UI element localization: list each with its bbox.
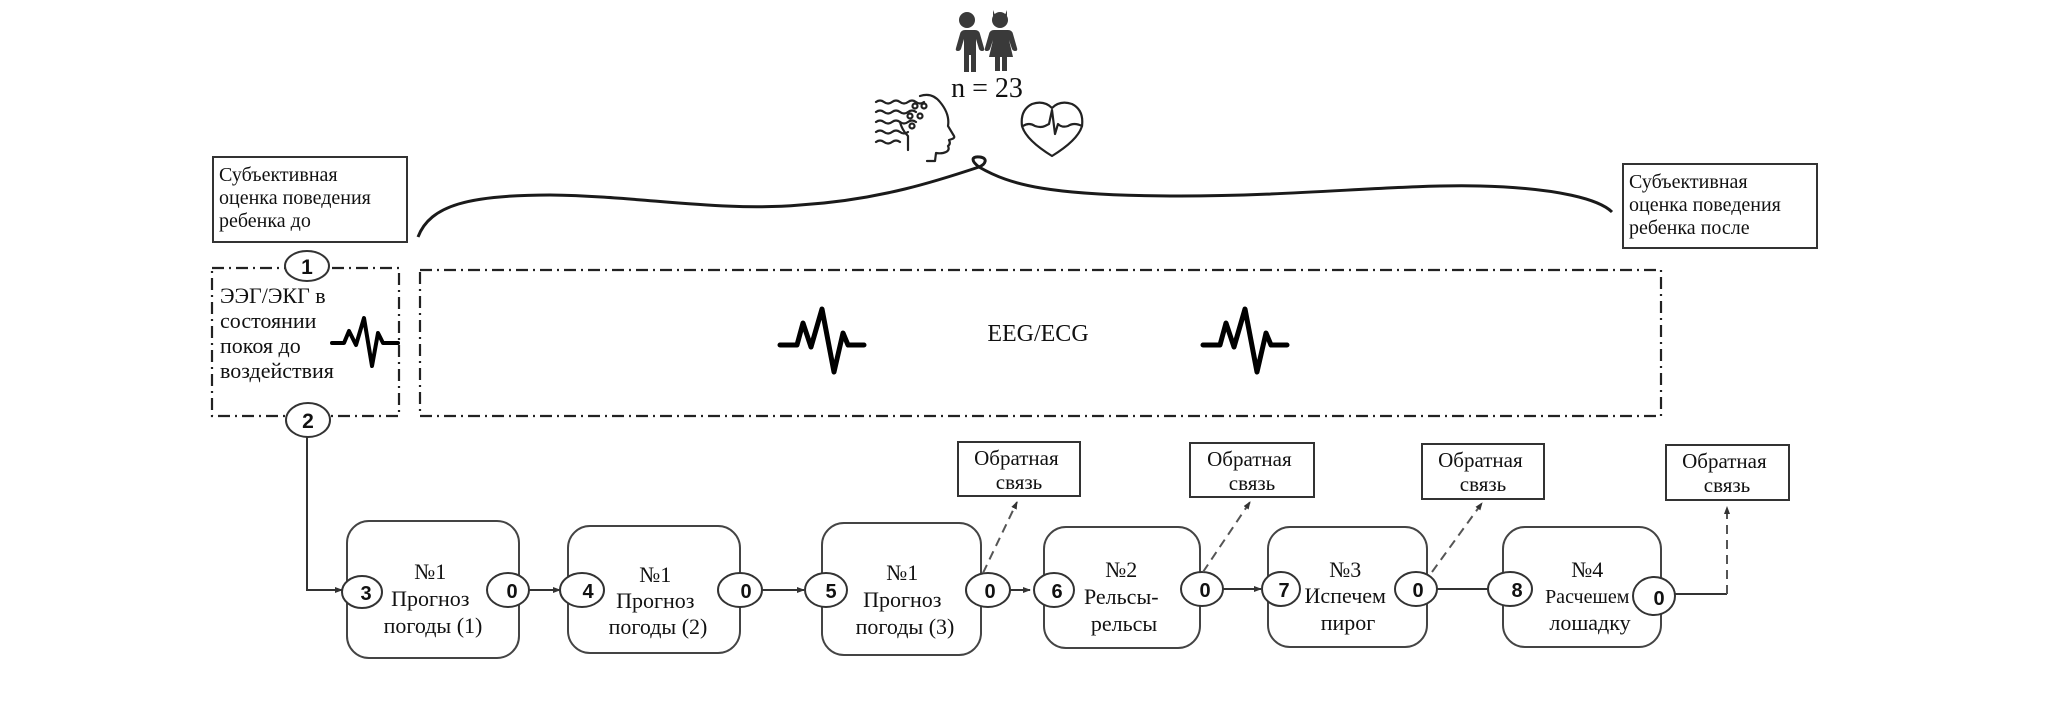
feedback-line: связь bbox=[1460, 472, 1507, 496]
assessment-before-line: ребенка до bbox=[219, 210, 311, 232]
feedback-box: Обратная связь bbox=[1665, 444, 1790, 501]
svg-text:№4 Расчешем лошадк: №4 Расчешем лошадку bbox=[1545, 557, 1635, 635]
port-label: 2 bbox=[302, 410, 314, 433]
step-label: №1 bbox=[886, 560, 918, 585]
feedback-box: Обратная связь bbox=[957, 441, 1081, 497]
feedback-line: Обратная bbox=[1438, 448, 1523, 472]
connector bbox=[306, 437, 343, 593]
step-label: лошадку bbox=[1549, 610, 1630, 635]
step-label: №2 bbox=[1105, 557, 1137, 582]
svg-text:№1 Прогноз погоды: №1 Прогноз погоды (2) bbox=[609, 562, 708, 639]
step-label: погоды (2) bbox=[609, 614, 708, 639]
step-label: Прогноз bbox=[863, 587, 941, 612]
assessment-after-line: ребенка после bbox=[1629, 217, 1750, 239]
port-label: 0 bbox=[506, 581, 517, 603]
recording-box: EEG/ECG bbox=[418, 268, 1663, 418]
step-label: погоды (3) bbox=[856, 614, 955, 639]
svg-text:№1 Прогноз погоды: №1 Прогноз погоды (1) bbox=[384, 559, 483, 638]
step-label: Прогноз bbox=[391, 586, 469, 611]
svg-text:№1 Прогноз погоды: №1 Прогноз погоды (3) bbox=[856, 560, 955, 639]
waveform-icon bbox=[777, 306, 867, 375]
waveform-icon bbox=[330, 316, 400, 368]
feedback-line: Обратная bbox=[1682, 449, 1767, 473]
children-icon bbox=[955, 10, 1018, 72]
step-1: №1 Прогноз погоды (1) 3 0 bbox=[341, 520, 530, 659]
port-label: 5 bbox=[825, 581, 836, 603]
assessment-after-line: оценка поведения bbox=[1629, 194, 1781, 216]
feedback-box: Обратная связь bbox=[1421, 443, 1545, 500]
feedback-box: Обратная связь bbox=[1189, 442, 1315, 498]
step-label: №4 bbox=[1571, 557, 1603, 582]
assessment-after-box: Субъективная оценка поведения ребенка по… bbox=[1622, 163, 1818, 249]
port-label: 0 bbox=[740, 581, 751, 603]
step-2: №1 Прогноз погоды (2) 4 0 bbox=[559, 525, 763, 654]
step-5: №3 Испечем пирог 7 0 bbox=[1261, 526, 1438, 648]
step-label: погоды (1) bbox=[384, 613, 483, 638]
port-label: 0 bbox=[1412, 580, 1423, 602]
port-1: 1 bbox=[284, 250, 330, 282]
recording-label: EEG/ECG bbox=[987, 321, 1088, 347]
sample-size-label: n = 23 bbox=[951, 73, 1023, 104]
feedback-arrow bbox=[1202, 501, 1251, 573]
step-4: №2 Рельсы- рельсы 6 0 bbox=[1033, 526, 1224, 649]
feedback-line: связь bbox=[1229, 471, 1276, 495]
assessment-after-line: Субъективная bbox=[1629, 171, 1748, 193]
rest-recording-line: состоянии bbox=[220, 308, 317, 333]
heart-ecg-icon bbox=[1020, 101, 1084, 158]
step-label: рельсы bbox=[1091, 611, 1158, 636]
port-label: 6 bbox=[1051, 581, 1062, 603]
port-label: 0 bbox=[984, 581, 995, 603]
port-2: 2 bbox=[285, 402, 331, 438]
svg-text:Обратная связь: Обратная связь bbox=[1207, 447, 1297, 495]
step-label: №1 bbox=[414, 559, 446, 584]
svg-text:№3 Испечем пирог: №3 Испечем пирог bbox=[1305, 557, 1392, 635]
step-label: Испечем bbox=[1305, 583, 1386, 608]
brace bbox=[416, 155, 1614, 238]
port-label: 0 bbox=[1199, 580, 1210, 602]
feedback-arrow bbox=[982, 501, 1018, 574]
rest-recording-line: воздействия bbox=[220, 358, 334, 383]
feedback-arrow bbox=[1431, 502, 1483, 573]
svg-text:Субъективная оценка пове: Субъективная оценка поведения ребенка до bbox=[219, 164, 376, 232]
step-6: №4 Расчешем лошадку 8 0 bbox=[1487, 526, 1676, 648]
feedback-line: связь bbox=[1704, 473, 1751, 497]
port-label: 7 bbox=[1278, 580, 1289, 602]
step-label: Прогноз bbox=[616, 588, 694, 613]
step-label: Рельсы- bbox=[1084, 584, 1159, 609]
feedback-line: связь bbox=[996, 470, 1043, 494]
rest-recording-line: ЭЭГ/ЭКГ в bbox=[220, 283, 326, 308]
rest-recording-line: покоя до bbox=[220, 333, 301, 358]
svg-text:№2 Рельсы- рельсы: №2 Рельсы- рельсы bbox=[1084, 557, 1164, 636]
port-label: 3 bbox=[360, 583, 371, 605]
feedback-line: Обратная bbox=[1207, 447, 1292, 471]
assessment-before-line: Субъективная bbox=[219, 164, 338, 186]
assessment-before-box: Субъективная оценка поведения ребенка до bbox=[212, 156, 408, 243]
rest-recording-box: ЭЭГ/ЭКГ в состоянии покоя до воздействия bbox=[210, 266, 401, 418]
svg-text:Обратная связь: Обратная связь bbox=[1682, 449, 1772, 497]
svg-text:Обратная связь: Обратная связь bbox=[974, 446, 1064, 494]
step-3: №1 Прогноз погоды (3) 5 0 bbox=[804, 522, 1011, 656]
svg-text:Субъективная оценка пове: Субъективная оценка поведения ребенка по… bbox=[1629, 171, 1786, 239]
port-label: 4 bbox=[582, 581, 594, 603]
port-label: 8 bbox=[1511, 580, 1522, 602]
eeg-head-icon bbox=[874, 93, 956, 163]
svg-text:Обратная связь: Обратная связь bbox=[1438, 448, 1528, 496]
step-label: №1 bbox=[639, 562, 671, 587]
port-label: 0 bbox=[1653, 588, 1664, 610]
step-label: пирог bbox=[1321, 610, 1376, 635]
svg-text:ЭЭГ/ЭКГ в состоянии: ЭЭГ/ЭКГ в состоянии покоя до воздействия bbox=[220, 283, 334, 383]
step-label: Расчешем bbox=[1545, 586, 1630, 608]
port-label: 1 bbox=[301, 256, 313, 279]
waveform-icon bbox=[1200, 306, 1290, 375]
feedback-line: Обратная bbox=[974, 446, 1059, 470]
step-label: №3 bbox=[1329, 557, 1361, 582]
assessment-before-line: оценка поведения bbox=[219, 187, 371, 209]
